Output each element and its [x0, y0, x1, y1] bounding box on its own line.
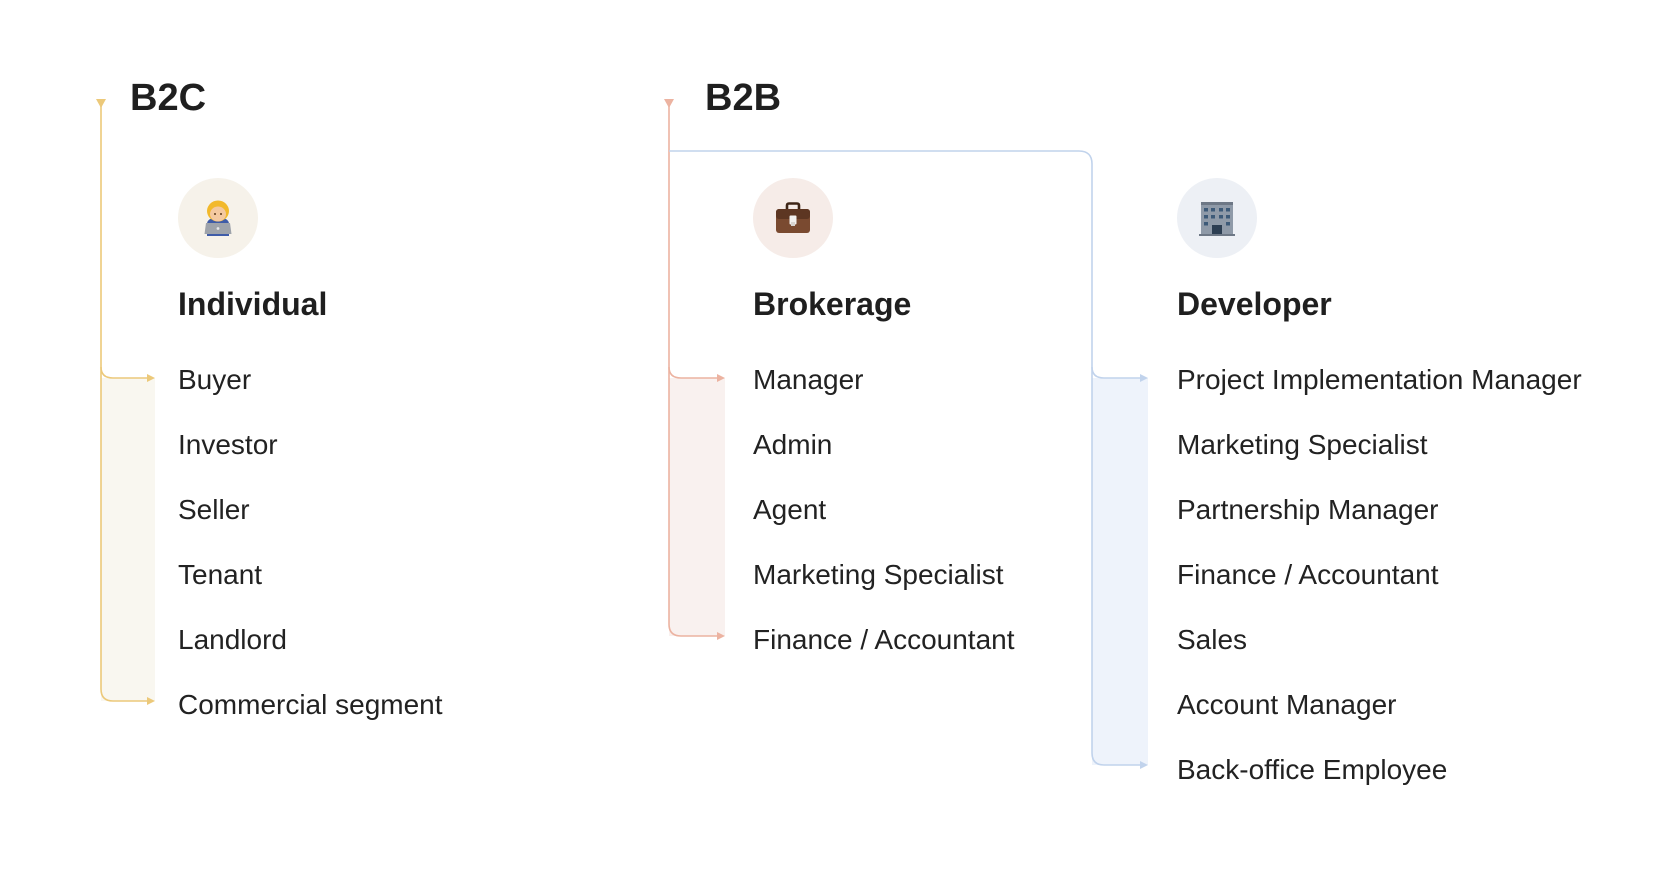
group-title-brokerage: Brokerage — [753, 286, 912, 322]
individual-icon-circle — [178, 178, 258, 258]
role-admin: Admin — [753, 429, 833, 460]
group-title-individual: Individual — [178, 286, 328, 322]
b2c-branch-line — [100, 367, 147, 702]
brokerage-tick-top — [717, 374, 725, 382]
developer-tick-bottom — [1140, 761, 1148, 769]
developer-connector-line — [669, 150, 1140, 379]
role-partnership-manager: Partnership Manager — [1177, 494, 1439, 525]
role-seller: Seller — [178, 494, 250, 525]
role-landlord: Landlord — [178, 624, 287, 655]
role-account-manager: Account Manager — [1177, 689, 1397, 720]
brokerage-branch-line — [668, 367, 717, 637]
role-sales: Sales — [1177, 624, 1248, 655]
role-project-implementation-manager: Project Implementation Manager — [1177, 364, 1582, 395]
b2c-trunk-line — [100, 103, 147, 379]
role-tenant: Tenant — [178, 559, 263, 590]
b2b-trunk-line — [668, 103, 717, 379]
segment-title-b2c: B2C — [130, 77, 207, 119]
role-marketing-specialist: Marketing Specialist — [1177, 429, 1428, 460]
group-title-developer: Developer — [1177, 286, 1332, 322]
b2c-fill-area — [101, 378, 155, 701]
role-commercial-segment: Commercial segment — [178, 689, 443, 720]
brokerage-tick-bottom — [717, 632, 725, 640]
role-back-office-employee: Back-office Employee — [1177, 754, 1448, 785]
briefcase-icon — [776, 202, 810, 233]
role-manager: Manager — [753, 364, 864, 395]
b2c-tick-bottom — [147, 697, 155, 705]
role-buyer: Buyer — [178, 364, 252, 395]
developer-branch-line — [1091, 367, 1140, 766]
brokerage-icon-circle — [753, 178, 833, 258]
b2c-tick-top — [147, 374, 155, 382]
developer-tick-top — [1140, 374, 1148, 382]
segment-title-b2b: B2B — [705, 77, 782, 119]
developer-icon-circle — [1177, 178, 1257, 258]
role-marketing-specialist: Marketing Specialist — [753, 559, 1004, 590]
developer-fill-area — [1092, 378, 1148, 765]
brokerage-fill-area — [669, 378, 725, 636]
role-agent: Agent — [753, 494, 827, 525]
person-with-laptop-icon — [204, 200, 232, 236]
role-finance-accountant: Finance / Accountant — [753, 624, 1015, 655]
office-building-icon — [1199, 202, 1235, 236]
role-investor: Investor — [178, 429, 278, 460]
role-finance-accountant: Finance / Accountant — [1177, 559, 1439, 590]
